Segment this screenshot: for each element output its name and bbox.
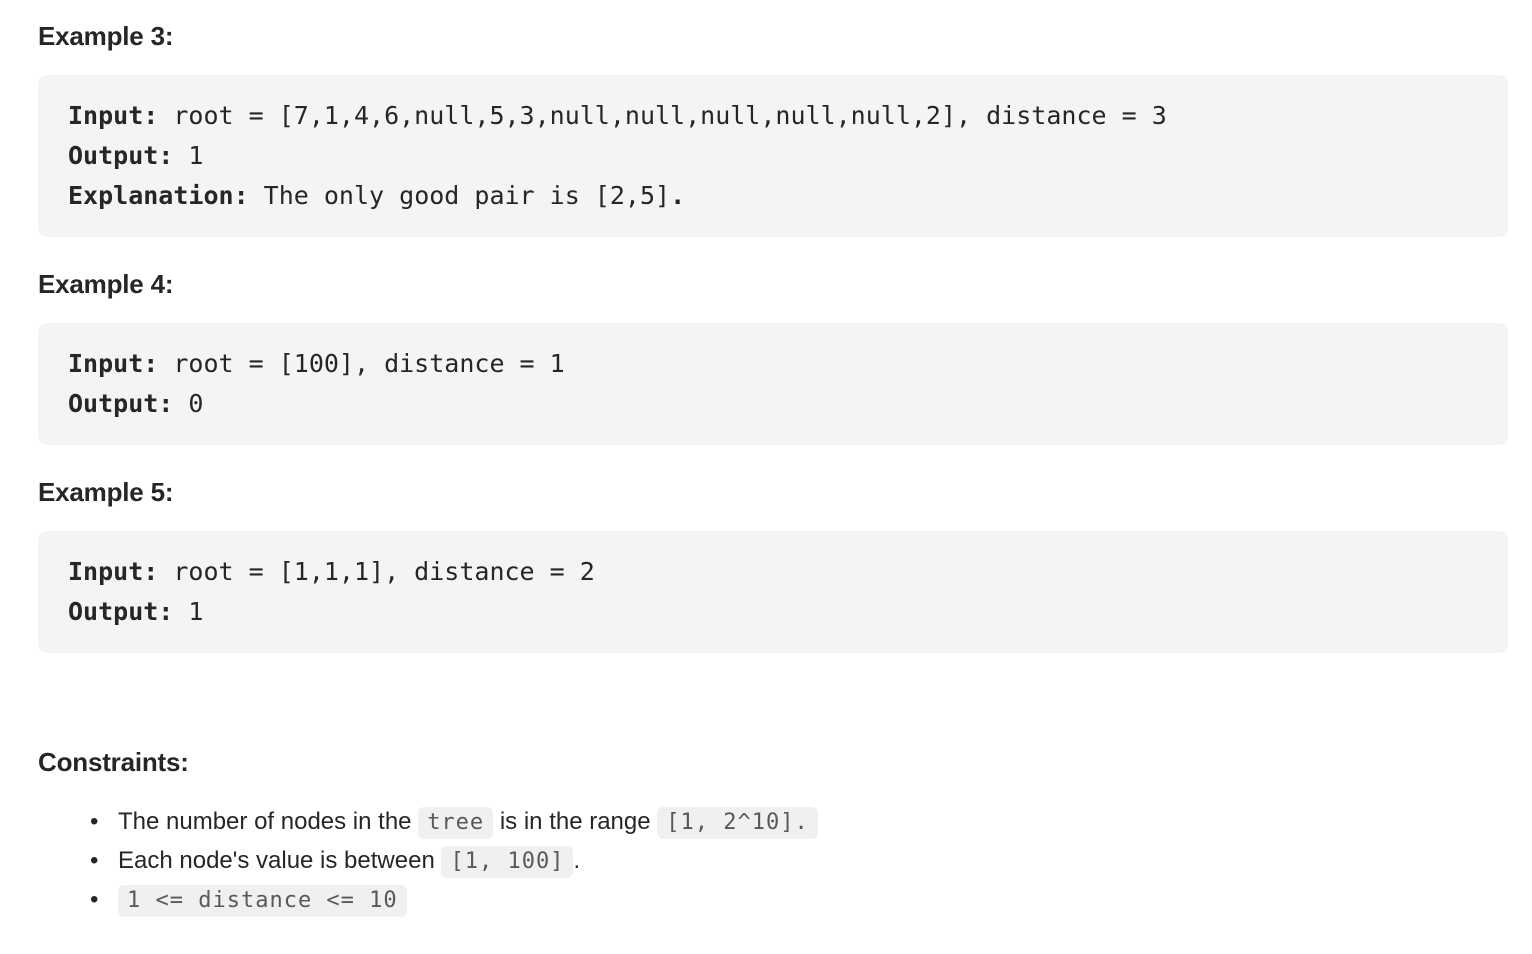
distance-range-code-chip: 1 <= distance <= 10 xyxy=(118,885,407,917)
constraints-heading: Constraints: xyxy=(38,747,189,777)
constraints-list: The number of nodes in the tree is in th… xyxy=(38,803,1508,920)
example-5-output-line: Output: 1 xyxy=(68,592,1478,632)
example-5-input-line: Input: root = [1,1,1], distance = 2 xyxy=(68,552,1478,592)
input-label: Input: xyxy=(68,349,159,378)
example-4-input-line: Input: root = [100], distance = 1 xyxy=(68,344,1478,384)
constraint-text: is in the range xyxy=(493,808,658,835)
example-3-section: Example 3: Input: root = [7,1,4,6,null,5… xyxy=(38,23,1508,237)
input-label: Input: xyxy=(68,101,159,130)
example-3-heading: Example 3: xyxy=(38,21,174,51)
example-4-output-line: Output: 0 xyxy=(68,384,1478,424)
output-value: 0 xyxy=(173,389,204,418)
constraints-section: Constraints: The number of nodes in the … xyxy=(38,749,1508,920)
example-3-input-line: Input: root = [7,1,4,6,null,5,3,null,nul… xyxy=(68,96,1478,136)
constraint-text: The number of nodes in the xyxy=(118,808,419,835)
input-value: root = [100], distance = 1 xyxy=(158,349,565,378)
explanation-value: The only good pair is [2,5] xyxy=(248,181,671,210)
line-suffix: . xyxy=(670,181,686,210)
example-4-heading: Example 4: xyxy=(38,269,174,299)
constraint-item-distance: 1 <= distance <= 10 xyxy=(90,881,1508,920)
constraint-item-node-value: Each node's value is between [1, 100]. xyxy=(90,842,1508,881)
example-4-section: Example 4: Input: root = [100], distance… xyxy=(38,271,1508,445)
example-3-output-line: Output: 1 xyxy=(68,136,1478,176)
input-label: Input: xyxy=(68,557,159,586)
constraint-text: Each node's value is between xyxy=(118,847,442,874)
tree-code-chip: tree xyxy=(418,807,494,839)
constraint-item-node-count: The number of nodes in the tree is in th… xyxy=(90,803,1508,842)
example-4-code-block: Input: root = [100], distance = 1 Output… xyxy=(38,323,1508,445)
input-value: root = [7,1,4,6,null,5,3,null,null,null,… xyxy=(158,101,1167,130)
problem-description: Example 3: Input: root = [7,1,4,6,null,5… xyxy=(38,23,1508,920)
range-code-chip: [1, 2^10]. xyxy=(657,807,818,839)
output-label: Output: xyxy=(68,597,174,626)
example-3-explanation-line: Explanation: The only good pair is [2,5]… xyxy=(68,176,1478,216)
input-value: root = [1,1,1], distance = 2 xyxy=(158,557,595,586)
value-range-code-chip: [1, 100] xyxy=(441,846,574,878)
output-label: Output: xyxy=(68,389,174,418)
example-5-code-block: Input: root = [1,1,1], distance = 2 Outp… xyxy=(38,531,1508,653)
output-value: 1 xyxy=(173,597,204,626)
output-value: 1 xyxy=(173,141,204,170)
constraint-text: . xyxy=(573,847,581,874)
explanation-label: Explanation: xyxy=(68,181,249,210)
output-label: Output: xyxy=(68,141,174,170)
example-5-section: Example 5: Input: root = [1,1,1], distan… xyxy=(38,479,1508,653)
example-3-code-block: Input: root = [7,1,4,6,null,5,3,null,nul… xyxy=(38,75,1508,237)
example-5-heading: Example 5: xyxy=(38,477,174,507)
